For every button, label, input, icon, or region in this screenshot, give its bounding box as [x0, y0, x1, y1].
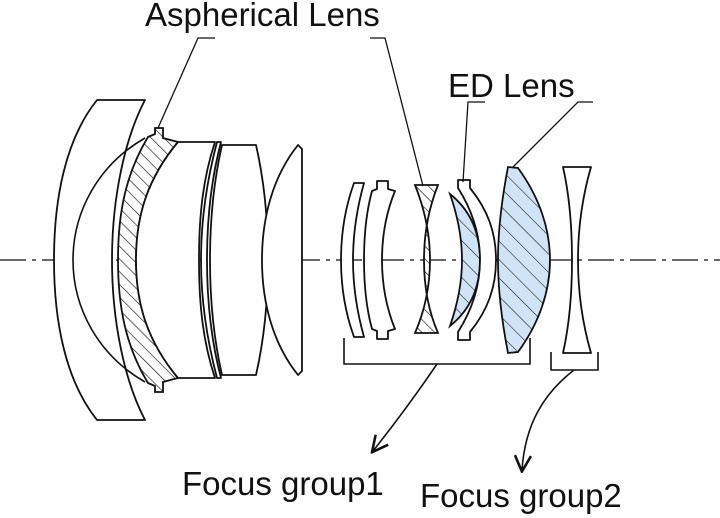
front-meniscus-lens	[53, 99, 146, 421]
focus-group2-bracket	[550, 352, 599, 371]
focus1-lens-5	[457, 179, 497, 341]
ed-leader-left	[462, 101, 485, 183]
focus-group1-bracket	[343, 338, 531, 365]
focus-group2-label: Focus group2	[420, 477, 622, 514]
ed-lens-label: ED Lens	[448, 67, 575, 104]
aspherical-leader-left	[157, 37, 215, 129]
aspherical-lens-rear	[413, 184, 440, 334]
front-group-lens-6	[261, 144, 303, 376]
focus-group1-label: Focus group1	[182, 465, 384, 502]
focus1-lens-2	[363, 180, 396, 340]
front-group-lens-4	[200, 141, 222, 379]
ed-lens-2	[497, 166, 551, 354]
front-group-lens-5	[209, 144, 269, 376]
ed-leader-right	[511, 101, 593, 169]
focus2-lens	[562, 166, 592, 354]
focus-group2-arrow	[522, 369, 575, 470]
focus1-lens-1	[340, 182, 365, 338]
aspherical-leader-right	[370, 37, 424, 187]
front-meniscus-inner-curve	[72, 137, 146, 383]
aspherical-lens-label: Aspherical Lens	[145, 0, 380, 33]
focus-group1-arrow	[373, 363, 438, 451]
front-group-lens-3	[135, 141, 216, 379]
